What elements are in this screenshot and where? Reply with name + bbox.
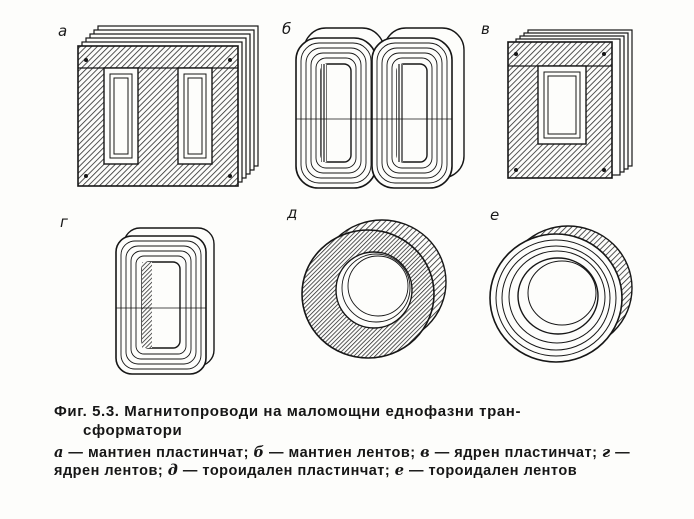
legend-item-d: д — тороидален пластинчат; bbox=[167, 462, 395, 479]
legend-item-e: е — тороидален лентов bbox=[394, 462, 578, 479]
label-a: а bbox=[58, 22, 68, 40]
core-e-toroidal-wound bbox=[489, 225, 633, 363]
legend-item-a: а — мантиен пластинчат; bbox=[54, 444, 254, 461]
core-b-shell-wound bbox=[295, 27, 465, 189]
label-d: д bbox=[287, 204, 298, 222]
label-b: б bbox=[282, 20, 292, 38]
core-d-toroidal-laminated bbox=[301, 219, 447, 359]
label-e: е bbox=[490, 206, 500, 224]
core-v-core-laminated bbox=[507, 29, 633, 179]
legend-item-g: г —ядрен лентов; bbox=[54, 444, 631, 479]
legend-item-b: б — мантиен лентов; bbox=[253, 444, 421, 461]
figure-caption: Фиг. 5.3. Магнитопроводи на маломощни ед… bbox=[54, 402, 634, 480]
caption-title-line1: Фиг. 5.3. Магнитопроводи на маломощни ед… bbox=[54, 403, 522, 420]
caption-title-line2: сформатори bbox=[83, 422, 183, 439]
label-g: г bbox=[60, 213, 68, 231]
core-g-core-wound bbox=[115, 227, 215, 375]
core-a-shell-laminated bbox=[77, 25, 259, 187]
label-v: в bbox=[481, 20, 490, 38]
legend-item-v: в — ядрен пластинчат; bbox=[420, 444, 602, 461]
caption-legend: а — мантиен пластинчат; б — мантиен лент… bbox=[54, 444, 634, 480]
